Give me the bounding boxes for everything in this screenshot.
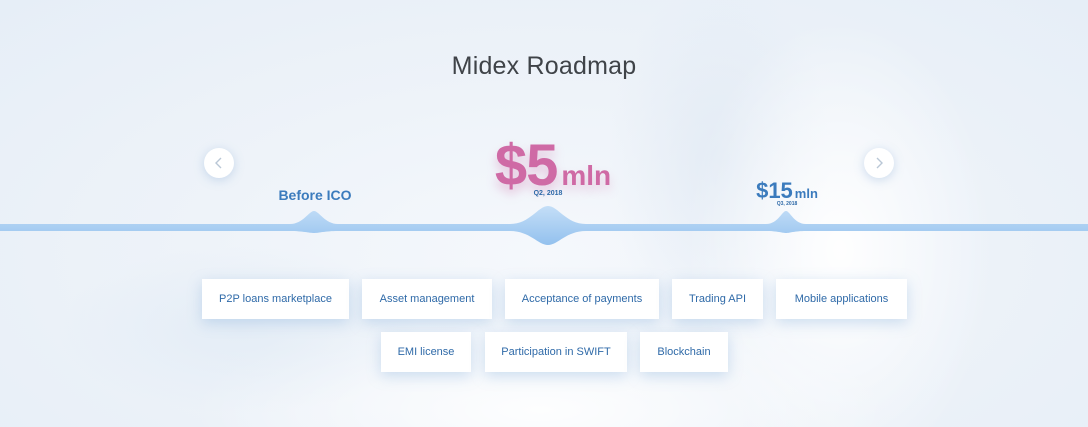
feature-card-asset-management[interactable]: Asset management — [362, 279, 492, 319]
milestone-before-ico: Before ICO — [278, 187, 352, 203]
milestone-date: Q3, 2018 — [776, 201, 798, 207]
milestone-unit: mln — [794, 186, 818, 201]
feature-card-trading-api[interactable]: Trading API — [672, 279, 763, 319]
page-title: Midex Roadmap — [451, 52, 637, 80]
roadmap-timeline — [0, 206, 1088, 245]
feature-card-mobile-applications[interactable]: Mobile applications — [776, 279, 907, 319]
feature-card-p2p-loans[interactable]: P2P loans marketplace — [202, 279, 349, 319]
feature-card-acceptance-of-payments[interactable]: Acceptance of payments — [505, 279, 659, 319]
feature-card-emi-license[interactable]: EMI license — [381, 332, 471, 372]
prev-button[interactable] — [204, 148, 234, 178]
timeline-line — [0, 206, 1088, 245]
feature-card-blockchain[interactable]: Blockchain — [640, 332, 728, 372]
chevron-left-icon — [215, 157, 222, 169]
milestone-date: Q2, 2018 — [533, 190, 563, 197]
milestone-amount: $5 — [494, 133, 559, 198]
chevron-right-icon — [876, 157, 883, 169]
milestone-unit: mln — [561, 160, 612, 191]
milestone-amount: $15 — [756, 178, 793, 203]
next-button[interactable] — [864, 148, 894, 178]
feature-card-participation-in-swift[interactable]: Participation in SWIFT — [485, 332, 627, 372]
